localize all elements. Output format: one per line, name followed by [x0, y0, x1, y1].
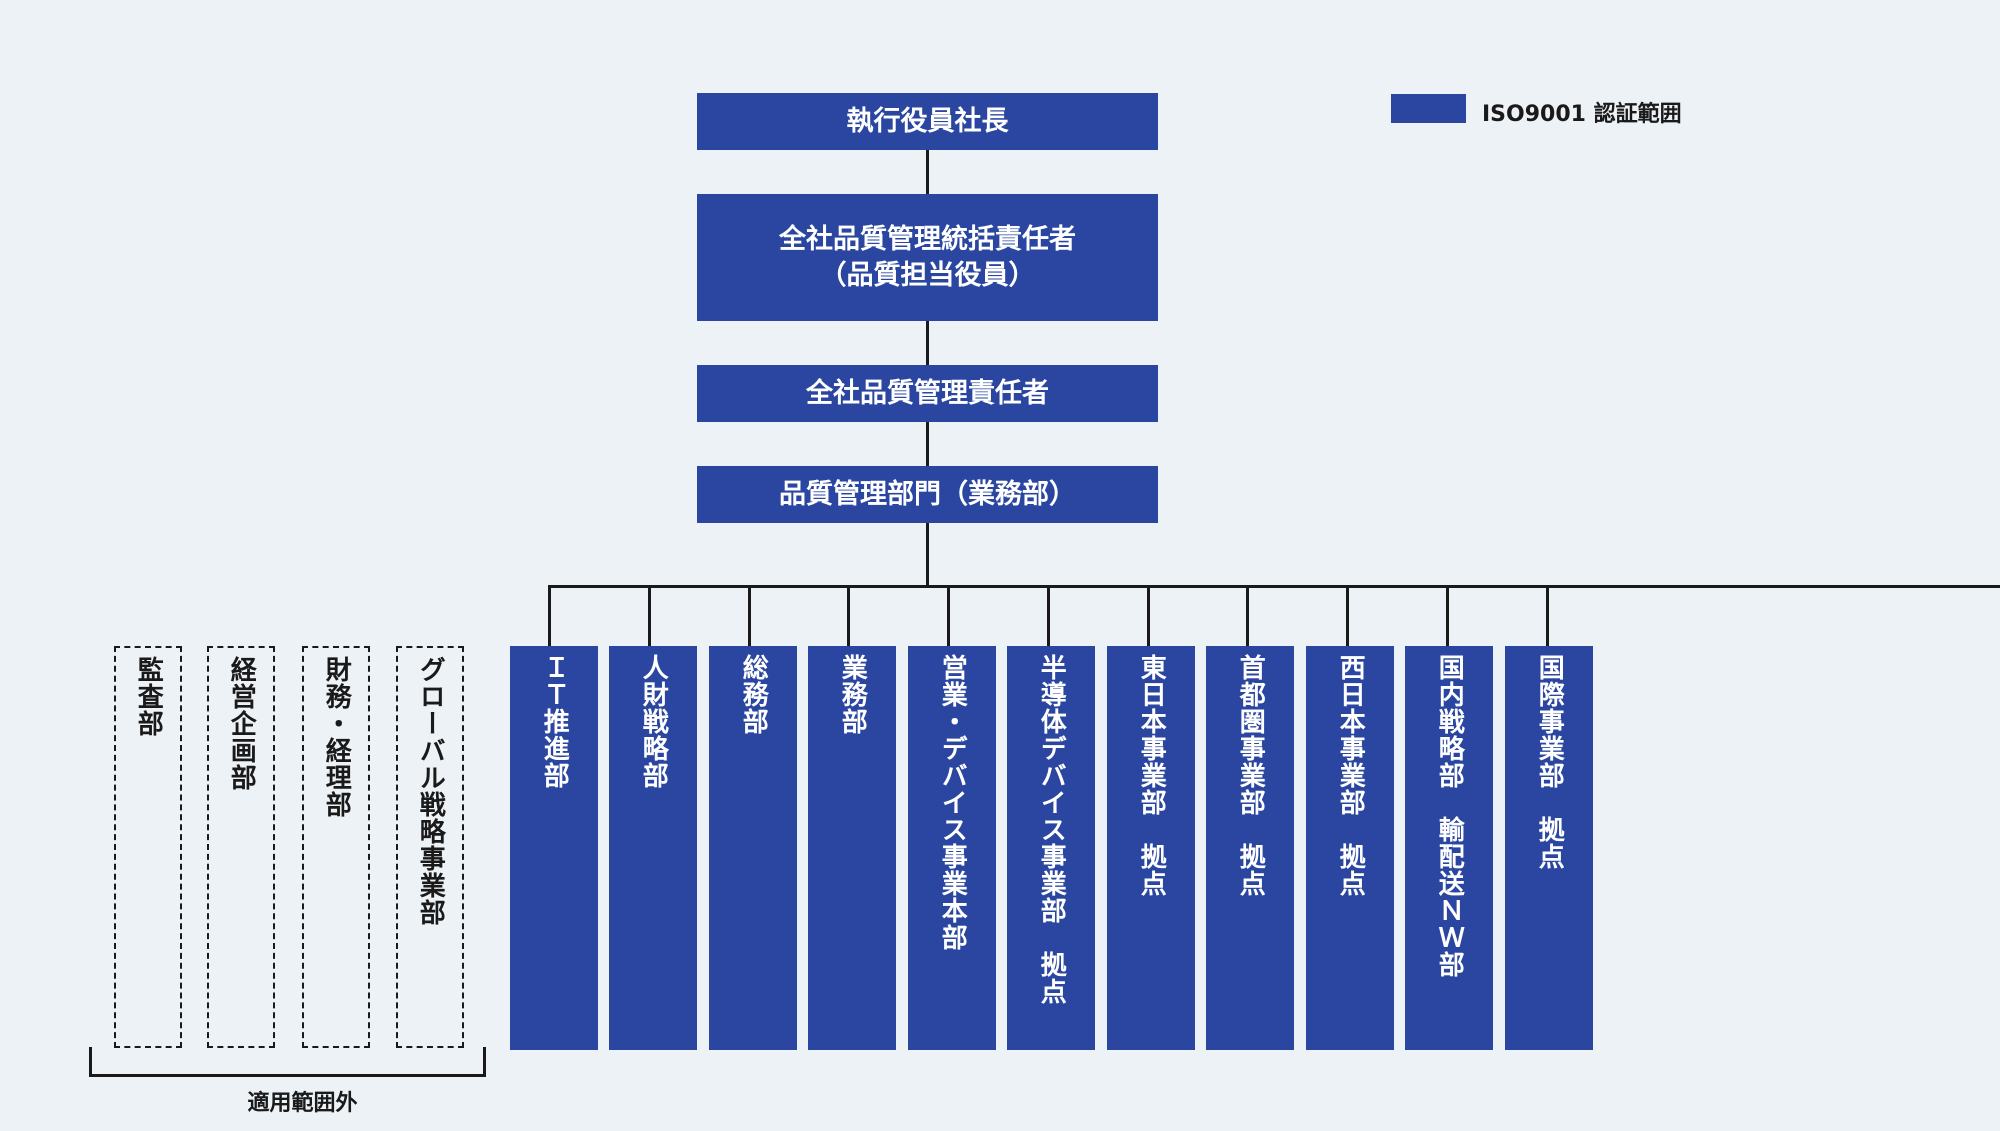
general-quality-manager-role: （品質担当役員）	[819, 259, 1036, 291]
drop-line	[947, 585, 950, 646]
drop-line	[847, 585, 850, 646]
drop-line	[1346, 585, 1349, 646]
out-of-scope-planning: 経営企画部	[207, 646, 275, 1048]
dept-general-affairs: 総務部	[709, 646, 797, 1050]
dept-domestic-strategy: 国内戦略部 輸配送ＮＷ部	[1405, 646, 1493, 1050]
dept-label: 業務部	[837, 654, 868, 735]
department-bus-line	[548, 585, 2000, 588]
dept-operations: 業務部	[808, 646, 896, 1050]
legend-label: ISO9001 認証範囲	[1482, 102, 1682, 127]
connector-qm-dept	[926, 422, 929, 466]
dept-human-resources: 人財戦略部	[609, 646, 697, 1050]
dept-sales-device: 営業・デバイス事業本部	[908, 646, 996, 1050]
out-of-scope-label: グローバル戦略事業部	[415, 656, 446, 926]
dept-label: 営業・デバイス事業本部	[937, 654, 968, 951]
drop-line	[1047, 585, 1050, 646]
out-of-scope-label: 監査部	[133, 656, 164, 737]
out-of-scope-label: 財務・経理部	[321, 656, 352, 818]
quality-manager-label: 全社品質管理責任者	[806, 377, 1049, 409]
dept-international: 国際事業部 拠点	[1505, 646, 1593, 1050]
drop-line	[1246, 585, 1249, 646]
quality-dept-label: 品質管理部門（業務部）	[779, 478, 1076, 510]
connector-dept-bus	[926, 523, 929, 587]
general-quality-manager-label: 全社品質管理統括責任者	[779, 223, 1076, 255]
dept-metropolitan: 首都圏事業部 拠点	[1206, 646, 1294, 1050]
drop-line	[1147, 585, 1150, 646]
general-quality-manager-box: 全社品質管理統括責任者 （品質担当役員）	[697, 194, 1158, 321]
drop-line	[748, 585, 751, 646]
connector-president-gm	[926, 150, 929, 194]
dept-label: 東日本事業部 拠点	[1136, 654, 1167, 897]
quality-manager-box: 全社品質管理責任者	[697, 365, 1158, 422]
out-of-scope-global: グローバル戦略事業部	[396, 646, 464, 1048]
dept-label: 半導体デバイス事業部 拠点	[1036, 654, 1067, 1005]
president-label: 執行役員社長	[846, 105, 1009, 137]
drop-line	[648, 585, 651, 646]
quality-dept-box: 品質管理部門（業務部）	[697, 466, 1158, 523]
legend-swatch	[1391, 94, 1466, 123]
dept-label: ＩＴ推進部	[539, 654, 570, 789]
drop-line	[1446, 585, 1449, 646]
dept-label: 総務部	[738, 654, 769, 735]
dept-semiconductor: 半導体デバイス事業部 拠点	[1007, 646, 1095, 1050]
drop-line	[548, 585, 551, 646]
drop-line	[1546, 585, 1549, 646]
out-of-scope-label: 経営企画部	[226, 656, 257, 791]
connector-gm-qm	[926, 321, 929, 365]
dept-east-japan: 東日本事業部 拠点	[1107, 646, 1195, 1050]
dept-it: ＩＴ推進部	[510, 646, 598, 1050]
dept-label: 首都圏事業部 拠点	[1235, 654, 1266, 897]
president-box: 執行役員社長	[697, 93, 1158, 150]
dept-label: 国内戦略部 輸配送ＮＷ部	[1434, 654, 1465, 978]
dept-west-japan: 西日本事業部 拠点	[1306, 646, 1394, 1050]
out-of-scope-caption: 適用範囲外	[247, 1091, 358, 1116]
dept-label: 人財戦略部	[638, 654, 669, 789]
out-of-scope-audit: 監査部	[114, 646, 182, 1048]
dept-label: 国際事業部 拠点	[1534, 654, 1565, 870]
out-of-scope-finance: 財務・経理部	[302, 646, 370, 1048]
out-of-scope-bracket	[89, 1047, 486, 1077]
dept-label: 西日本事業部 拠点	[1335, 654, 1366, 897]
